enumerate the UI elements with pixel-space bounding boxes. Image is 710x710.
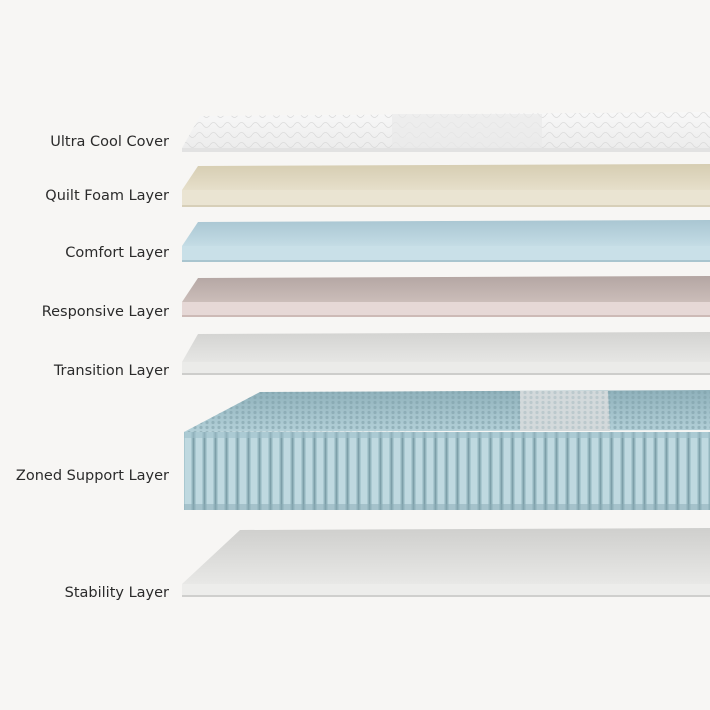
layer-transition	[182, 332, 710, 375]
label-comfort-layer: Comfort Layer	[65, 245, 169, 261]
label-transition-layer: Transition Layer	[53, 363, 169, 379]
label-zoned-support-layer: Zoned Support Layer	[15, 468, 169, 484]
label-quilt-foam-layer: Quilt Foam Layer	[45, 188, 169, 204]
label-ultra-cool-cover: Ultra Cool Cover	[50, 134, 169, 150]
label-stability-layer: Stability Layer	[64, 585, 169, 601]
label-responsive-layer: Responsive Layer	[41, 304, 169, 320]
layer-comfort	[182, 220, 710, 262]
layer-ultra-cool-cover	[182, 112, 710, 152]
layer-quilt-foam	[182, 164, 710, 207]
layer-stability	[182, 528, 710, 597]
layer-zoned-support	[184, 390, 710, 510]
layer-responsive	[182, 276, 710, 317]
